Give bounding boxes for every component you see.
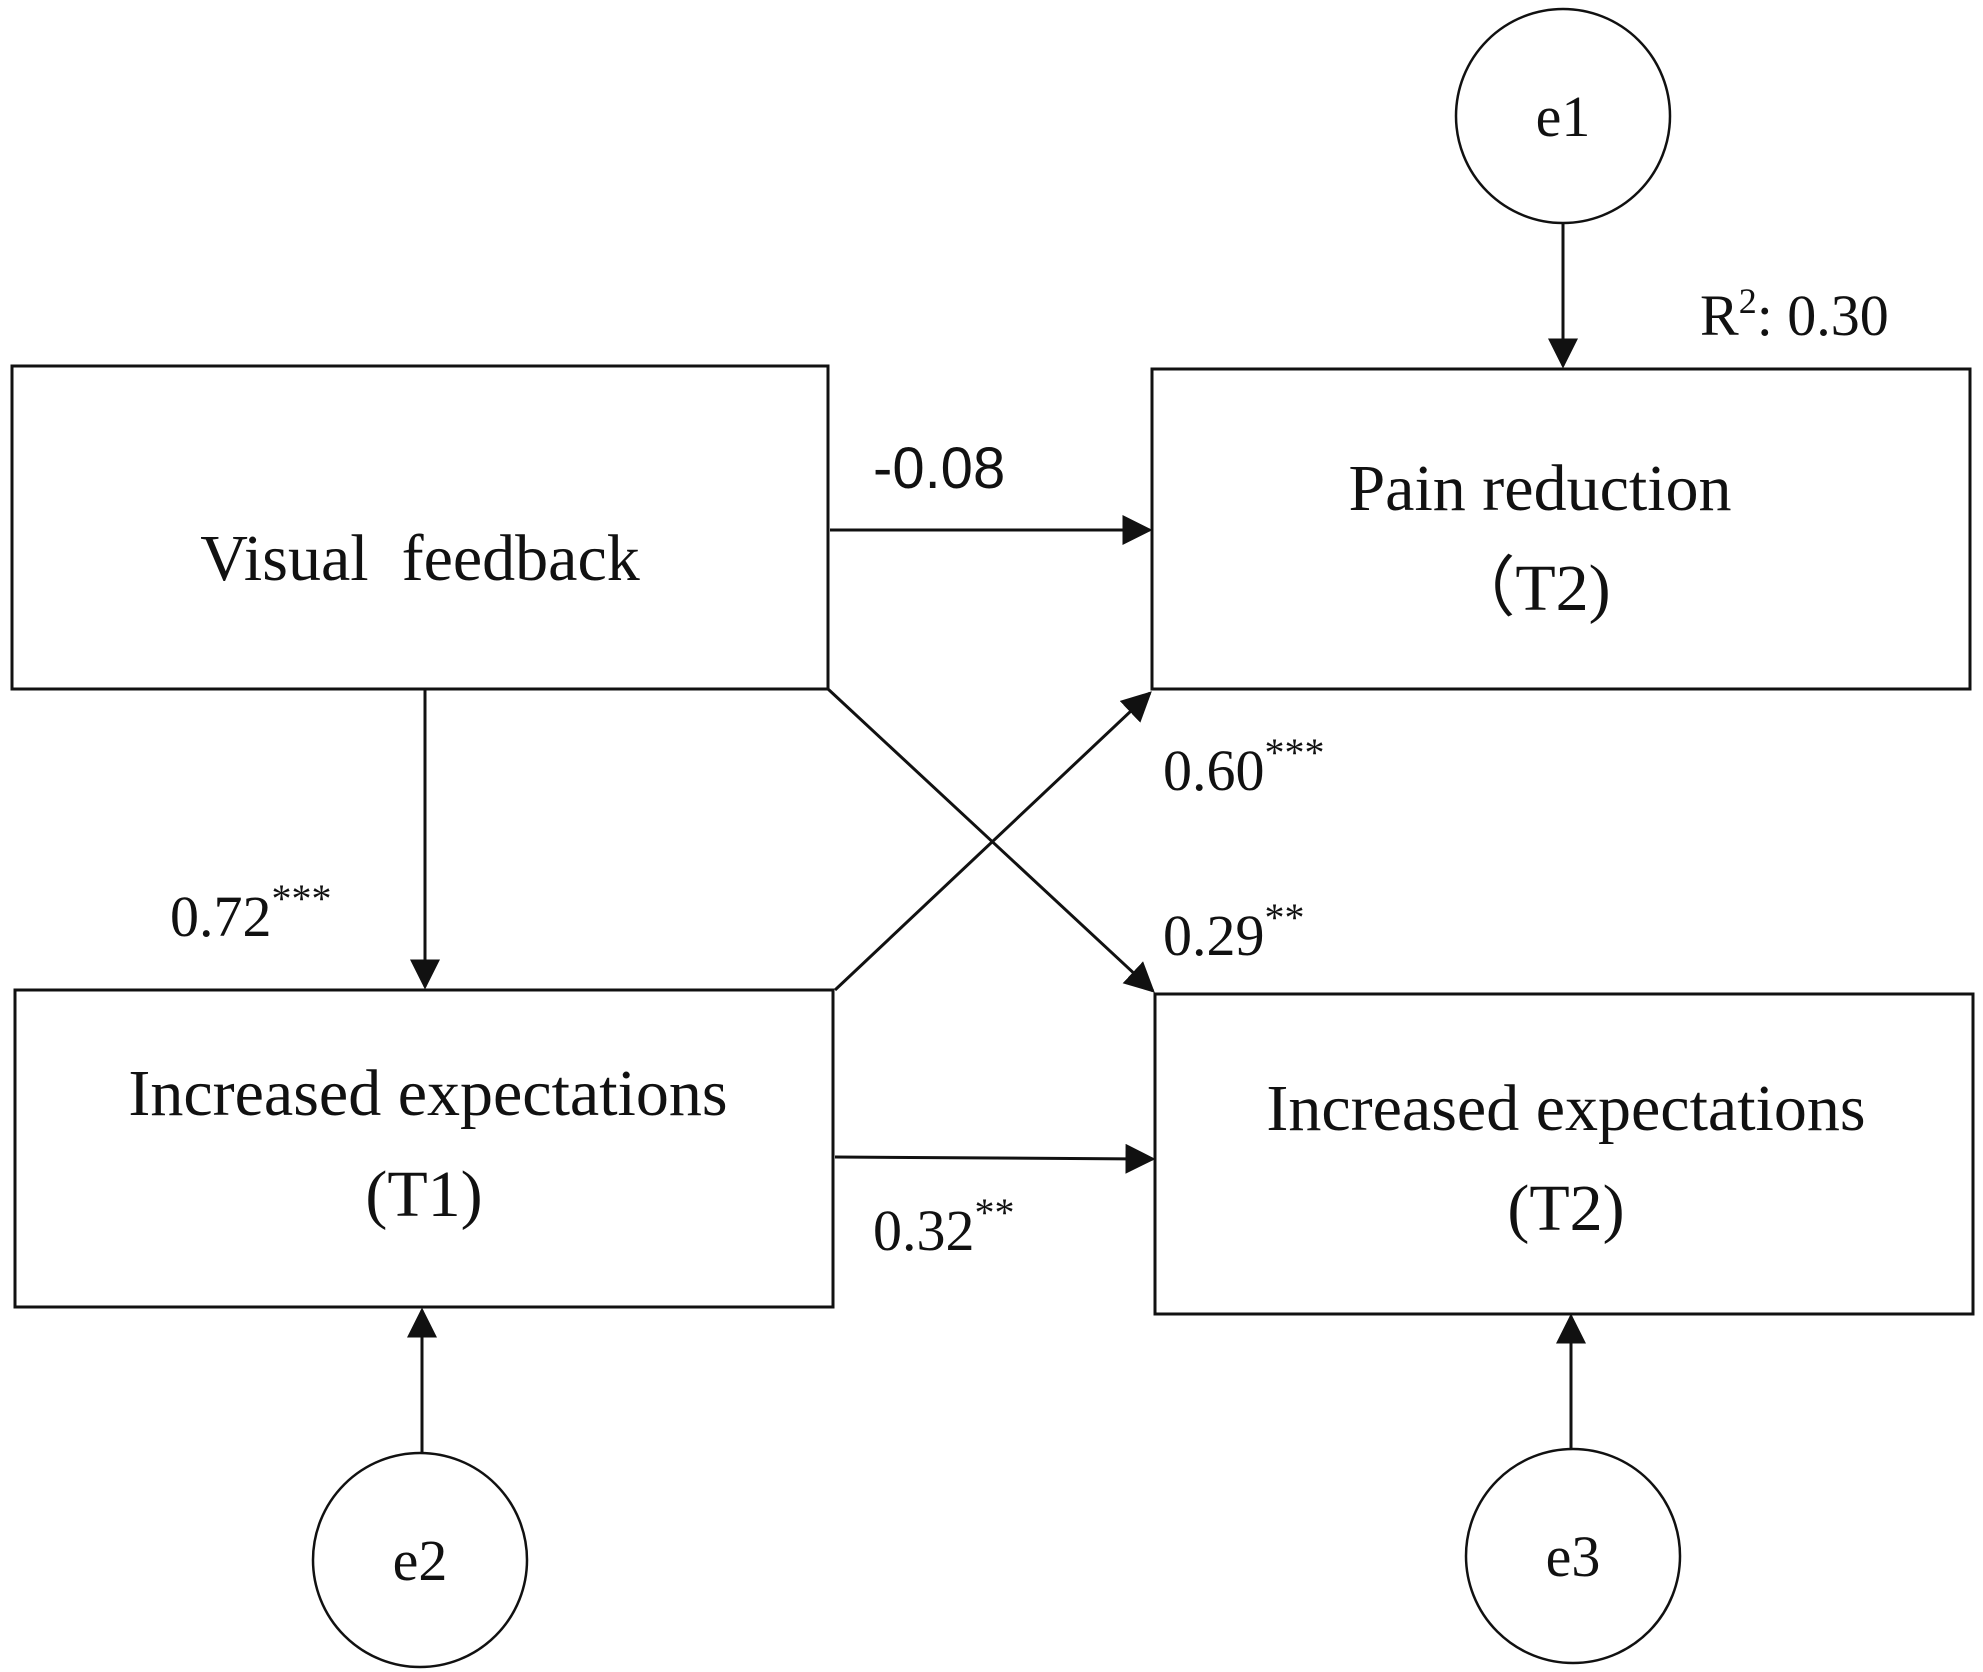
coef-et1-to-et2: 0.32** — [873, 1190, 1015, 1263]
error-e2-label: e2 — [393, 1528, 448, 1593]
r-squared-value: : 0.30 — [1757, 283, 1889, 348]
error-e3-label: e3 — [1546, 1524, 1601, 1589]
expectations-t1-box — [13, 988, 835, 1309]
r-squared-sup: 2 — [1739, 281, 1757, 321]
coef-et1-to-pain-stars: *** — [1265, 730, 1325, 775]
expectations-t2-box — [1153, 992, 1975, 1316]
expectations-t1-time-label: (T1) — [365, 1158, 482, 1231]
expectations-t1-label: Increased expectations — [128, 1057, 727, 1130]
coef-et1-to-et2-value: 0.32 — [873, 1198, 975, 1263]
coef-vf-to-et1-stars: *** — [272, 876, 332, 921]
expectations-t2-time-label: (T2) — [1507, 1172, 1624, 1245]
visual-feedback-box — [10, 364, 830, 691]
pain-reduction-time-label: （T2) — [1449, 552, 1610, 625]
error-e2-circle — [311, 1451, 529, 1669]
coef-vf-to-et1: 0.72*** — [170, 876, 332, 949]
r-squared-r: R — [1700, 283, 1739, 348]
coef-vf-to-pain-value: -0.08 — [873, 436, 1005, 501]
error-e3-circle — [1464, 1447, 1682, 1665]
error-e1-label: e1 — [1536, 84, 1591, 149]
coef-et1-to-pain-value: 0.60 — [1163, 738, 1265, 803]
coef-vf-to-et2-value: 0.29 — [1163, 903, 1265, 968]
coef-et1-to-pain: 0.60*** — [1163, 730, 1325, 803]
error-e1-circle — [1454, 7, 1672, 225]
pain-reduction-label: Pain reduction — [1348, 452, 1731, 525]
path-vf-to-et2 — [826, 687, 1155, 993]
coef-vf-to-et1-value: 0.72 — [170, 884, 272, 949]
coef-et1-to-et2-stars: ** — [975, 1190, 1015, 1235]
expectations-t2-label: Increased expectations — [1266, 1072, 1865, 1145]
coef-vf-to-et2: 0.29** — [1163, 895, 1305, 968]
r-squared-label: R2: 0.30 — [1700, 281, 1889, 348]
coef-vf-to-pain: -0.08 — [873, 436, 1005, 501]
coef-vf-to-et2-stars: ** — [1265, 895, 1305, 940]
path-et1-to-et2 — [834, 1143, 1156, 1174]
visual-feedback-label: Visual feedback — [200, 522, 640, 595]
pain-reduction-box — [1150, 367, 1972, 691]
